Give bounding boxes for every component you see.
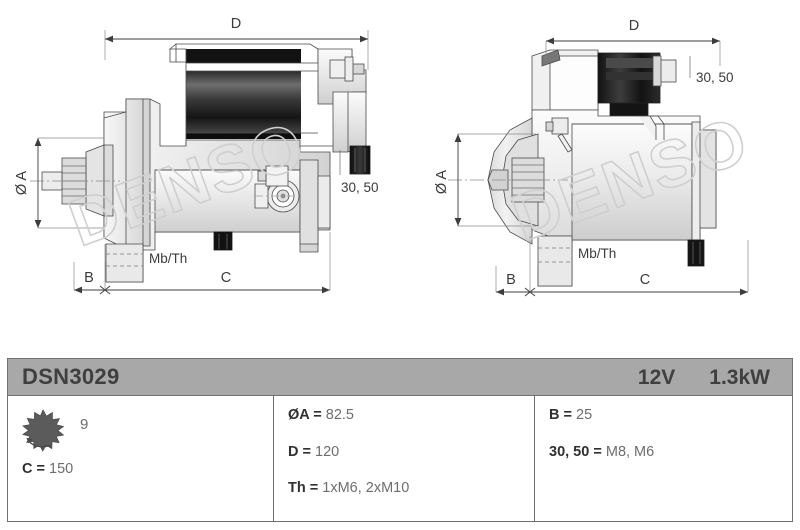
bolt-boss-right [545, 117, 573, 153]
front-flange-left [103, 98, 151, 247]
spec-line-c: C = 150 [22, 462, 273, 477]
spec-label-d: D [288, 443, 299, 460]
connector-boss-left [257, 165, 289, 187]
spec-eq-b: = [559, 407, 577, 423]
product-code: DSN3029 [22, 364, 120, 389]
specification-table: DSN3029 12V 1.3kW 9 [7, 358, 793, 522]
dim-label-a-right: Ø A [434, 170, 450, 195]
spec-line-terminals: 30, 50 = M8, M6 [549, 443, 792, 460]
pinion-teeth-row: 9 [22, 408, 273, 456]
spec-table-header: DSN3029 12V 1.3kW [8, 359, 792, 396]
dim-label-b-left: B [84, 270, 94, 286]
dimension-a-right [454, 133, 536, 227]
spec-table-body: 9 C = 150 ØA = 82.5 D = 120 Th = 1xM6, 2… [8, 396, 792, 521]
technical-drawing-area: DENSO D Ø A B C 30, 50 Mb/Th [0, 0, 800, 352]
pinion-teeth-count: 9 [80, 416, 89, 433]
dim-label-c-right: C [640, 272, 650, 288]
dim-label-d-left: D [231, 16, 241, 32]
spec-column-3: B = 25 30, 50 = M8, M6 [534, 396, 792, 521]
spec-eq-c: = [32, 461, 50, 477]
spec-value-d: 120 [315, 443, 340, 460]
solenoid-right [531, 49, 677, 126]
dim-label-a-left: Ø A [14, 171, 30, 196]
spec-value-th: 1xM6, 2xM10 [322, 480, 410, 496]
dim-label-d-right: D [629, 18, 639, 34]
terminal-label-left: 30, 50 [341, 180, 379, 195]
bearing-boss-left [254, 179, 300, 213]
rear-bracket-left [332, 91, 367, 153]
product-voltage: 12V [637, 365, 676, 389]
mounting-foot-right [537, 235, 573, 287]
spec-eq-d: = [298, 443, 316, 460]
housing-right [531, 109, 717, 287]
spec-value-c: 150 [49, 461, 74, 477]
product-power: 1.3kW [709, 365, 770, 389]
nose-cone-left [85, 144, 114, 217]
spec-value-diameter-a: 82.5 [325, 407, 354, 423]
spec-line-d: D = 120 [288, 443, 534, 460]
terminal-stud-left [349, 145, 371, 175]
spec-value-b: 25 [576, 407, 593, 423]
spec-label-c: C [22, 461, 33, 477]
spec-label-diameter-a: ØA [288, 407, 310, 423]
dim-label-c-left: C [221, 270, 231, 286]
solenoid-lead-right [638, 115, 665, 140]
spec-eq-th: = [305, 480, 323, 496]
solenoid-cap-left [317, 48, 367, 105]
dimension-d-right [545, 37, 721, 66]
spec-label-b: B [549, 407, 560, 423]
gear-pinion-icon [22, 408, 66, 452]
motor-yoke-left [168, 43, 361, 147]
dimension-d-left [105, 35, 368, 43]
spec-column-1: 9 C = 150 [8, 396, 273, 521]
spec-eq-terminals: = [589, 443, 606, 460]
bottom-stud-left [213, 231, 233, 251]
drawing-left-side-view: DENSO D Ø A B C 30, 50 Mb/Th [0, 0, 400, 352]
bottom-stud-right [687, 239, 705, 267]
dimension-a-left [34, 137, 104, 229]
spec-line-th: Th = 1xM6, 2xM10 [288, 481, 534, 496]
terminal-label-right: 30, 50 [696, 70, 734, 85]
spec-value-terminals: M8, M6 [605, 443, 655, 460]
spec-label-th: Th [288, 480, 306, 496]
spec-column-2: ØA = 82.5 D = 120 Th = 1xM6, 2xM10 [273, 396, 534, 521]
dimension-bc-left [73, 232, 331, 295]
spec-header-right: 12V 1.3kW [638, 367, 770, 388]
spec-label-terminals: 30, 50 [549, 443, 590, 460]
extension-lines-d [104, 30, 369, 70]
spec-line-diameter-a: ØA = 82.5 [288, 408, 534, 423]
mounting-foot-left [105, 243, 144, 283]
mount-label-left: Mb/Th [149, 251, 187, 266]
spec-line-b: B = 25 [549, 408, 792, 423]
dimension-bc-right [495, 236, 749, 297]
drawing-right-top-view: DENSO D Ø A B C 30, 50 Mb/Th [400, 0, 800, 352]
mount-label-right: Mb/Th [578, 246, 616, 261]
dim-label-b-right: B [506, 272, 516, 288]
spec-eq-diameter-a: = [309, 407, 326, 423]
